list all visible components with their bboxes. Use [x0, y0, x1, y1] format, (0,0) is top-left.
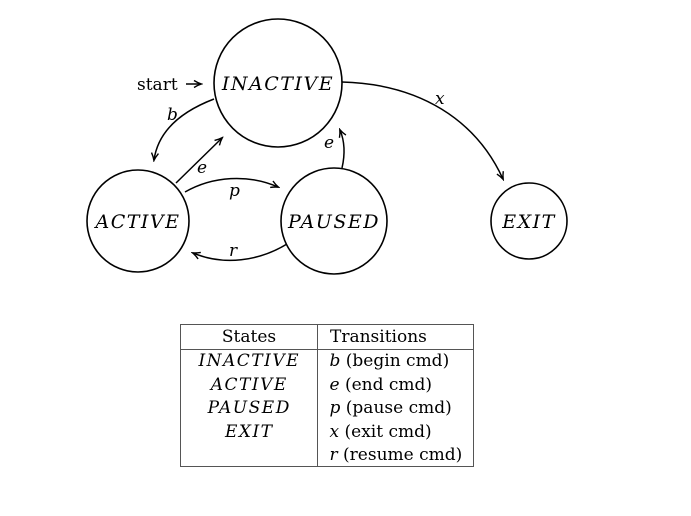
edge-p-active-to-paused — [184, 177, 278, 193]
edge-b-inactive-to-active — [154, 98, 215, 160]
state-label-paused: PAUSED — [287, 211, 380, 233]
legend-header-row: States Transitions — [181, 325, 473, 350]
legend-transition-cell: r (resume cmd) — [318, 444, 474, 468]
legend-state-cell: PAUSED — [207, 398, 291, 418]
edge-label-b: b — [167, 105, 178, 125]
edge-e-paused-to-inactive — [340, 130, 344, 169]
legend-header-transitions: Transitions — [317, 325, 473, 350]
state-exit: EXIT — [490, 182, 568, 260]
state-active: ACTIVE — [86, 169, 190, 273]
edge-x-inactive-to-exit — [341, 81, 503, 179]
state-paused: PAUSED — [280, 167, 388, 275]
start-label: start — [137, 75, 178, 95]
legend-grid: States Transitions INACTIVE b (begin cmd… — [181, 325, 473, 468]
legend-transition-description: (exit cmd) — [344, 421, 432, 442]
legend-state-cell — [181, 444, 318, 468]
legend-column-divider — [317, 325, 318, 466]
legend-row: r (resume cmd) — [181, 444, 473, 468]
legend-transition-cell: b (begin cmd) — [318, 350, 474, 374]
edge-label-x: x — [435, 89, 445, 109]
state-label-inactive: INACTIVE — [221, 73, 334, 95]
legend-header-states: States — [181, 325, 318, 350]
legend-transition-cell: x (exit cmd) — [318, 421, 474, 445]
legend-state-cell: INACTIVE — [198, 351, 301, 371]
legend-state-cell: ACTIVE — [210, 374, 288, 395]
legend-transition-symbol: x — [329, 421, 340, 442]
edge-label-r: r — [229, 241, 238, 261]
state-diagram: start b e p r e x INACTIVE ACTIVE PAUSED… — [86, 18, 568, 275]
legend-row: INACTIVE b (begin cmd) — [181, 350, 473, 374]
edge-label-e-active: e — [197, 158, 207, 178]
legend-transition-cell: p (pause cmd) — [318, 397, 474, 421]
legend-transition-description: (pause cmd) — [345, 398, 452, 418]
edge-label-p: p — [229, 181, 240, 201]
state-inactive: INACTIVE — [213, 18, 343, 148]
legend-state-cell: EXIT — [224, 421, 274, 442]
legend-row: PAUSED p (pause cmd) — [181, 397, 473, 421]
edge-label-e-paused: e — [324, 133, 334, 153]
legend-transition-description: (end cmd) — [344, 374, 433, 395]
legend-transition-symbol: r — [329, 445, 338, 465]
state-label-exit: EXIT — [501, 211, 556, 233]
edge-r-paused-to-active — [193, 243, 288, 262]
legend-row: ACTIVE e (end cmd) — [181, 374, 473, 398]
legend-table: States Transitions INACTIVE b (begin cmd… — [180, 324, 474, 467]
legend-transition-cell: e (end cmd) — [318, 374, 474, 398]
legend-row: EXIT x (exit cmd) — [181, 421, 473, 445]
state-label-active: ACTIVE — [93, 211, 180, 233]
legend-transition-description: (resume cmd) — [343, 445, 463, 465]
legend-transition-symbol: e — [329, 374, 340, 395]
edge-e-active-to-inactive — [175, 138, 222, 184]
legend-transition-symbol: b — [329, 351, 341, 371]
legend-transition-description: (begin cmd) — [345, 351, 450, 371]
legend-transition-symbol: p — [329, 398, 341, 418]
